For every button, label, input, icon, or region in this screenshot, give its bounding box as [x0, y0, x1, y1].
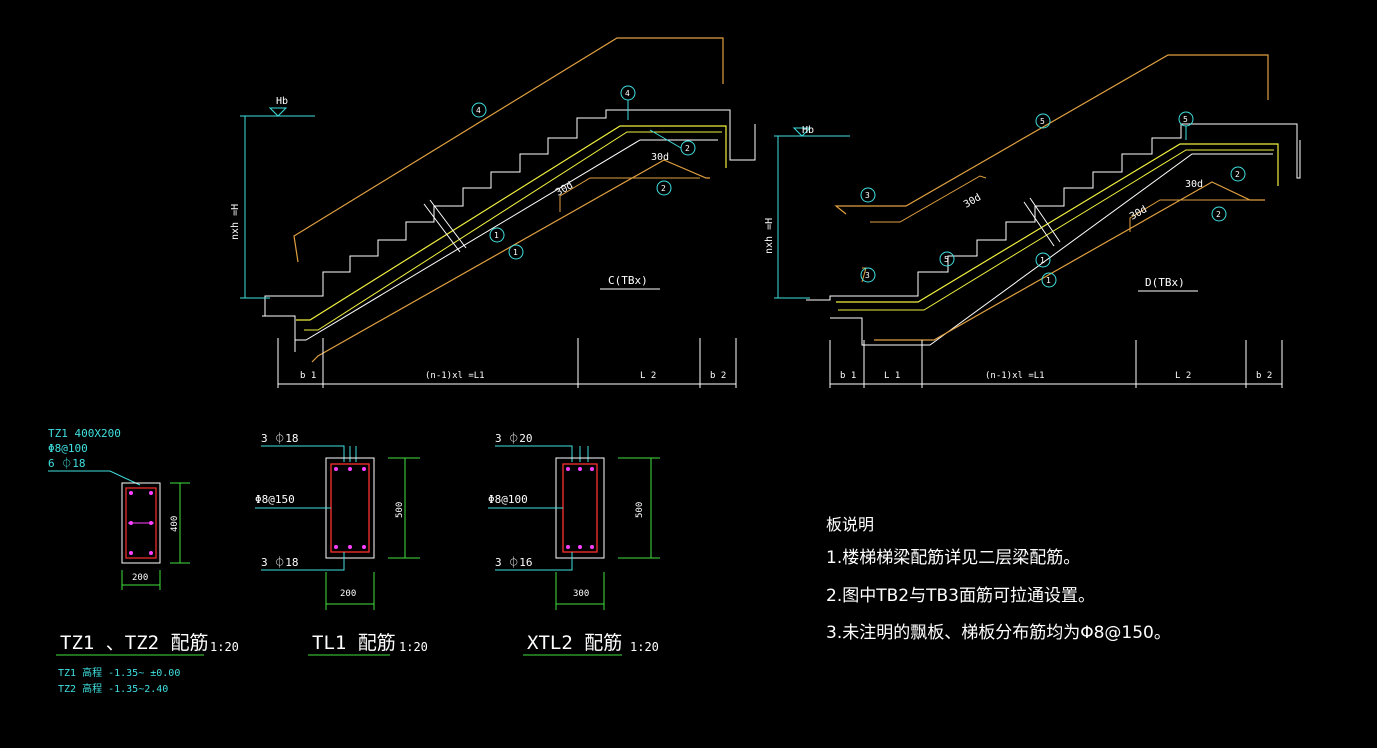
stair-d-height-label: nxh =H: [764, 218, 775, 254]
stair-c-height-label: nxh =H: [230, 204, 241, 240]
stair-c-beam-left: [262, 315, 296, 352]
stair-c-dim-l2: L 2: [640, 371, 656, 381]
stair-c-break-b: [429, 199, 467, 249]
stair-d-rebar-1: [836, 143, 1279, 303]
stair-d-bubble-3b: 3: [865, 271, 870, 280]
stair-c-bubble-4a: 4: [476, 106, 481, 115]
stair-d-dim-l2: L 2: [1175, 371, 1191, 381]
stair-c-dim-b2: b 2: [710, 371, 726, 381]
tl1-section: 3 ⏀18 Φ8@150 3 ⏀18 500 200 TL1 配筋 1:20: [255, 431, 428, 656]
notes-heading: 板说明: [826, 515, 874, 534]
stair-d-rebar-bottom: [874, 181, 1265, 341]
stair-c-steps: [264, 109, 756, 300]
stair-d-bubble-5a: 5: [1040, 117, 1045, 126]
stair-c-section: Hb nxh =H 30d 30d 4 4 2 2 1 1 C(TBx): [230, 37, 756, 388]
stair-c-dim-line: [277, 338, 737, 388]
stair-d-elev-mark: Hb: [802, 125, 814, 136]
notes-line-3: 3.未注明的飘板、梯板分布筋均为Φ8@150。: [826, 623, 1171, 643]
tl1-top-bar: 3 ⏀18: [261, 431, 299, 445]
stair-d-rebar-3: [870, 175, 987, 223]
tz-dim-h: 400: [170, 516, 180, 532]
tz-header-2: Φ8@100: [48, 442, 88, 455]
xtl2-scale: 1:20: [630, 640, 659, 654]
stair-d-dim-b2: b 2: [1256, 371, 1272, 381]
xtl2-dim-h: 500: [635, 502, 645, 518]
stair-c-dim-l1: (n-1)xl =L1: [425, 371, 485, 381]
stair-c-bubble-1b: 1: [513, 248, 518, 257]
stair-d-30d-a: 30d: [1185, 179, 1203, 190]
stair-d-dim-line: [829, 340, 1283, 388]
tl1-dim-w: 200: [340, 589, 356, 599]
stair-d-dim-b1: b 1: [840, 371, 856, 381]
stair-c-bubbles: [471, 85, 696, 260]
stair-d-bubble-2a: 2: [1235, 170, 1240, 179]
tl1-title: TL1 配筋: [312, 632, 396, 654]
tl1-outline: [325, 457, 375, 559]
stair-c-label: C(TBx): [608, 274, 648, 287]
stair-d-bubble-1b: 1: [1046, 276, 1051, 285]
stair-c-rebar-1b: [304, 131, 722, 331]
xtl2-bars: [566, 467, 594, 549]
stair-c-bubble-4b: 4: [625, 89, 630, 98]
tl1-scale: 1:20: [399, 640, 428, 654]
tz-header-1: TZ1 400X200: [48, 427, 121, 440]
tz-dim-w: 200: [132, 573, 148, 583]
xtl2-title: XTL2 配筋: [527, 632, 622, 654]
stair-d-bubble-2b: 2: [1216, 210, 1221, 219]
stair-c-bubble-2a: 2: [685, 144, 690, 153]
xtl2-dim-w: 300: [573, 589, 589, 599]
notes-block: 板说明 1.楼梯梯梁配筋详见二层梁配筋。 2.图中TB2与TB3面筋可拉通设置。…: [826, 515, 1171, 643]
stair-d-bubble-5b: 5: [1183, 115, 1188, 124]
stair-c-elev-marker: [268, 107, 288, 117]
stair-c-break-a: [423, 203, 461, 253]
stair-c-elev-mark: Hb: [276, 96, 288, 107]
tl1-dim-h: 500: [395, 502, 405, 518]
stair-c-rebar-4: [293, 37, 724, 263]
stair-d-bubble-5c: 5: [944, 255, 949, 264]
tl1-bottom-bar: 3 ⏀18: [261, 555, 299, 569]
stair-c-dim-b1: b 1: [300, 371, 316, 381]
stair-d-steps: [806, 123, 1301, 301]
xtl2-bottom-bar: 3 ⏀16: [495, 555, 533, 569]
stair-c-rebar-2: [559, 177, 700, 212]
stair-d-bubble-3a: 3: [865, 191, 870, 200]
tz-note-2: TZ2 高程 -1.35~2.40: [58, 682, 168, 695]
stair-d-soffit: [830, 153, 1273, 346]
notes-line-2: 2.图中TB2与TB3面筋可拉通设置。: [826, 586, 1095, 606]
stair-c-bubble-1a: 1: [494, 231, 499, 240]
tz-title: TZ1 、TZ2 配筋: [60, 632, 209, 654]
stair-d-rebar-4: [834, 54, 1269, 215]
tl1-bars: [334, 467, 366, 549]
tz-scale: 1:20: [210, 640, 239, 654]
tl1-stirrup: [330, 463, 370, 553]
stair-d-30d-b: 30d: [962, 192, 983, 211]
stair-d-section: Hb nxh =H 30d 30d 30d 5 5 2 2 1 1 3 3 5: [764, 54, 1301, 388]
xtl2-top-bar: 3 ⏀20: [495, 431, 533, 445]
stair-c-rebar-1: [296, 125, 727, 321]
tz-header-3: 6 ⏀18: [48, 456, 86, 470]
tz-outline: [121, 482, 161, 564]
stair-d-rebar-2: [1129, 199, 1260, 232]
stair-d-bubble-1a: 1: [1040, 256, 1045, 265]
tz-section: TZ1 400X200 Φ8@100 6 ⏀18 400 200 TZ1 、TZ…: [48, 427, 239, 695]
tz-stirrup: [125, 487, 157, 559]
stair-d-bubbles: [860, 111, 1246, 288]
xtl2-stirrup-label: Φ8@100: [488, 493, 528, 506]
notes-line-1: 1.楼梯梯梁配筋详见二层梁配筋。: [826, 548, 1080, 568]
stair-d-dim-l1a: L 1: [884, 371, 900, 381]
stair-d-label: D(TBx): [1145, 276, 1185, 289]
stair-c-30d-a: 30d: [651, 152, 669, 163]
stair-d-elev-marker: [792, 127, 812, 137]
tz-note-1: TZ1 高程 -1.35~ ±0.00: [58, 666, 180, 679]
tl1-stirrup-label: Φ8@150: [255, 493, 295, 506]
stair-c-bubble-2b: 2: [661, 184, 666, 193]
stair-c-rebar-bottom: [311, 159, 710, 363]
stair-d-dim-l1: (n-1)xl =L1: [985, 371, 1045, 381]
xtl2-section: 3 ⏀20 Φ8@100 3 ⏀16 500 300 XTL2 配筋 1:20: [488, 431, 660, 656]
stair-d-rebar-1b: [838, 149, 1274, 311]
xtl2-stirrup: [562, 463, 598, 553]
stair-c-30d-b: 30d: [554, 180, 575, 199]
